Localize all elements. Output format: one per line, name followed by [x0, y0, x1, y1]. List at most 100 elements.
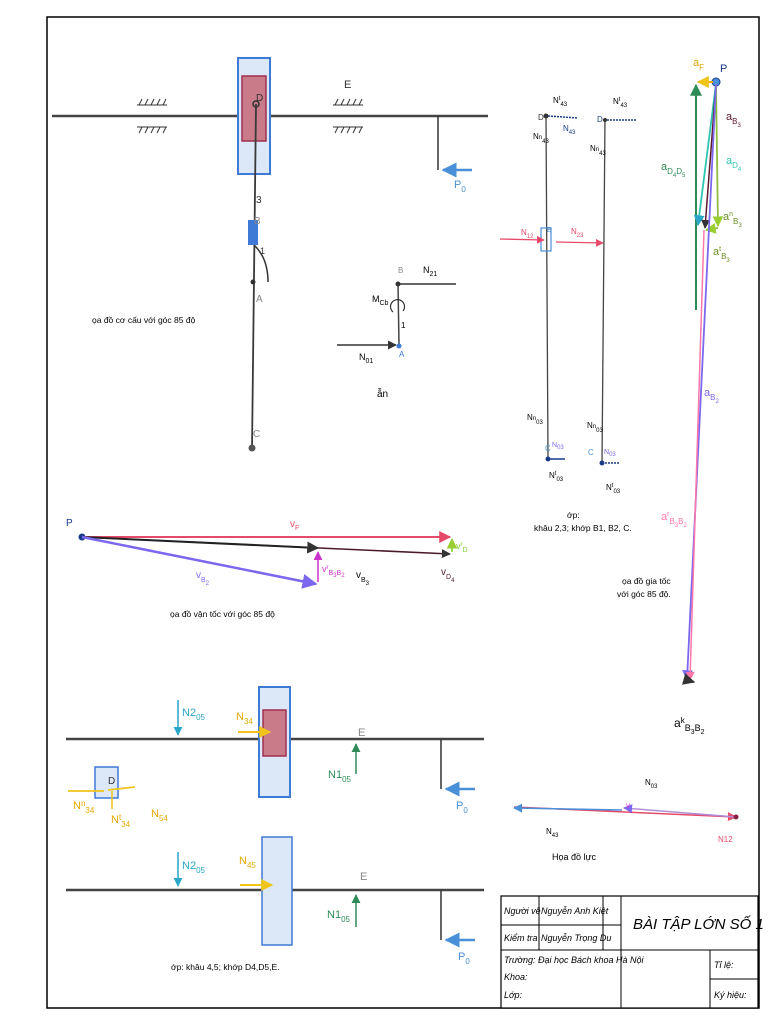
link23-right-label-C: C [588, 448, 594, 457]
vector-aD4 [693, 83, 717, 227]
links23-caption-1: ớp: [567, 510, 580, 520]
arrow-Nt43-left [547, 115, 579, 119]
vector-vB3 [81, 536, 320, 554]
label-N1-05-upper: N105 [328, 769, 352, 784]
label-vB3: vB3 [356, 570, 370, 587]
velocity-diagram: P vF vD4 vrD vB3 vB2 vrB3B2 ọa đồ vận tố… [66, 518, 468, 619]
tb-drawn-name: Nguyễn Anh Kiệt [541, 906, 609, 916]
joint-A [250, 279, 256, 285]
label-aD4D5: aD4D5 [661, 161, 686, 179]
vector-atB3 [704, 223, 719, 234]
link-3 [251, 103, 257, 451]
label-Nn03-right: Nn03 [587, 421, 603, 434]
tb-check-label: Kiểm tra [504, 933, 538, 943]
link23-left-label-B: B [547, 227, 552, 234]
label-vrB3B2: vrB3B2 [322, 564, 345, 579]
label-N2-05-upper: N205 [182, 707, 206, 722]
slider-block [241, 75, 267, 142]
tb-faculty: Khoa: [504, 972, 528, 982]
links23-caption-2: khâu 2,3; khớp B1, B2, C. [534, 523, 632, 533]
label-C: C [253, 429, 260, 440]
links45-caption: ớp: khâu 4,5; khớp D4,D5,E. [171, 962, 279, 972]
label-N03-right: N03 [604, 449, 616, 458]
title-block: Người vẽ Nguyễn Anh Kiệt Kiểm tra Nguyễn… [500, 895, 764, 1009]
label-Nt03-left: Nt03 [549, 471, 564, 483]
velocity-caption: ọa đồ vận tốc với góc 85 độ [170, 609, 275, 619]
vector-vB2 [81, 535, 318, 589]
link1-label-1: 1 [401, 321, 406, 330]
label-N45: N45 [239, 855, 256, 870]
link23-right-label-D: D [597, 115, 603, 124]
force-N03 [623, 804, 737, 818]
label-N23: N23 [571, 227, 584, 239]
label-P0: P0 [454, 179, 466, 194]
force-node [733, 814, 739, 820]
label-aB2: aB2 [704, 387, 719, 405]
label-Nn34: Nn34 [73, 799, 95, 815]
label-Nt34: Nt34 [111, 813, 131, 829]
tb-school: Trường: Đại học Bách khoa Hà Nội [504, 955, 645, 965]
arrow-Nn34 [107, 786, 136, 791]
slider-lower-housing [261, 836, 293, 946]
velocity-label-P: P [66, 518, 73, 529]
label-MCb: MCb [372, 294, 389, 307]
moment-MCb [389, 299, 406, 313]
arrow-N12 [499, 235, 545, 244]
label-vD4: vD4 [441, 567, 455, 584]
link1-body [397, 283, 400, 346]
label-Nn03-left: Nn03 [527, 413, 543, 426]
label-force-N03: N03 [645, 778, 658, 790]
label-akB3B2: akB3B2 [674, 716, 705, 736]
tb-title: BÀI TẬP LỚN SỐ 1 [633, 915, 764, 933]
label-link-1: 1 [260, 246, 265, 256]
label-N1-05-lower: N105 [327, 909, 351, 924]
accel-label-P: P [720, 63, 727, 75]
title-block-frame [500, 895, 759, 1009]
label-Nt03-right: Nt03 [606, 483, 621, 495]
label-D-small: D [108, 776, 115, 787]
label-aD4: aD4 [726, 155, 742, 173]
label-B: B [254, 216, 261, 227]
ground-hatch-right [333, 98, 363, 134]
link23-left-D [543, 113, 549, 119]
label-vB2: vB2 [196, 570, 210, 587]
tb-symbol: Ký hiệu: [714, 990, 747, 1000]
label-Nn43-left: Nn43 [533, 132, 549, 145]
accel-caption-1: ọa đồ gia tốc [622, 576, 671, 586]
links45-free-body-diagram: N205 N34 E N105 P0 D Nn34 Nt34 N54 N205 … [66, 686, 484, 972]
acceleration-diagram: P aF aD4D5 aD4 aB3 anB3 atB3 aB2 arB3B2 … [617, 57, 742, 736]
label-N01: N01 [359, 352, 373, 365]
link1-label-B: B [398, 266, 403, 275]
link23-right-body [601, 117, 606, 463]
label-E: E [344, 79, 351, 91]
label-N12: N12 [521, 228, 534, 240]
link1-title: ẫn [377, 387, 388, 400]
link1-joint-A [396, 343, 402, 349]
mechanism-caption: ọa đồ cơ cấu với góc 85 độ [92, 315, 196, 325]
tb-drawn-label: Người vẽ [504, 906, 541, 916]
label-A: A [256, 294, 263, 305]
link23-left-label-D: D [538, 113, 544, 122]
label-force-N43: N43 [546, 827, 559, 839]
label-Nn43-right: Nn43 [590, 144, 606, 157]
vector-aB2 [682, 83, 717, 682]
label-N21: N21 [423, 265, 437, 278]
label-force-N12: N12 [718, 835, 733, 844]
tb-scale: Tỉ lệ: [714, 960, 734, 970]
label-N2-05-lower: N205 [182, 860, 206, 875]
links23-free-body-diagram: D Nt43 N43 Nn43 B N12 Nn03 N03 C Nt03 D … [499, 96, 637, 533]
accel-caption-2: với góc 85 độ. [617, 589, 671, 599]
label-N43-left: N43 [563, 124, 576, 136]
vector-anB3 [712, 83, 724, 228]
label-E-upper: E [358, 727, 365, 739]
label-P0-lower: P0 [458, 951, 470, 966]
link23-left-label-C: C [545, 444, 551, 453]
ground-hatch-left [137, 98, 167, 134]
link1-free-body-diagram: B N21 MCb 1 A N01 ẫn [337, 265, 456, 400]
label-atB3: atB3 [713, 246, 730, 264]
mechanism-diagram: E D 3 B 1 A C ọa đồ cơ cấu với góc 85 độ… [52, 57, 488, 452]
crank-arc [253, 244, 269, 283]
tb-check-name: Nguyễn Trọng Du [541, 933, 611, 943]
label-vF: vF [290, 519, 299, 532]
